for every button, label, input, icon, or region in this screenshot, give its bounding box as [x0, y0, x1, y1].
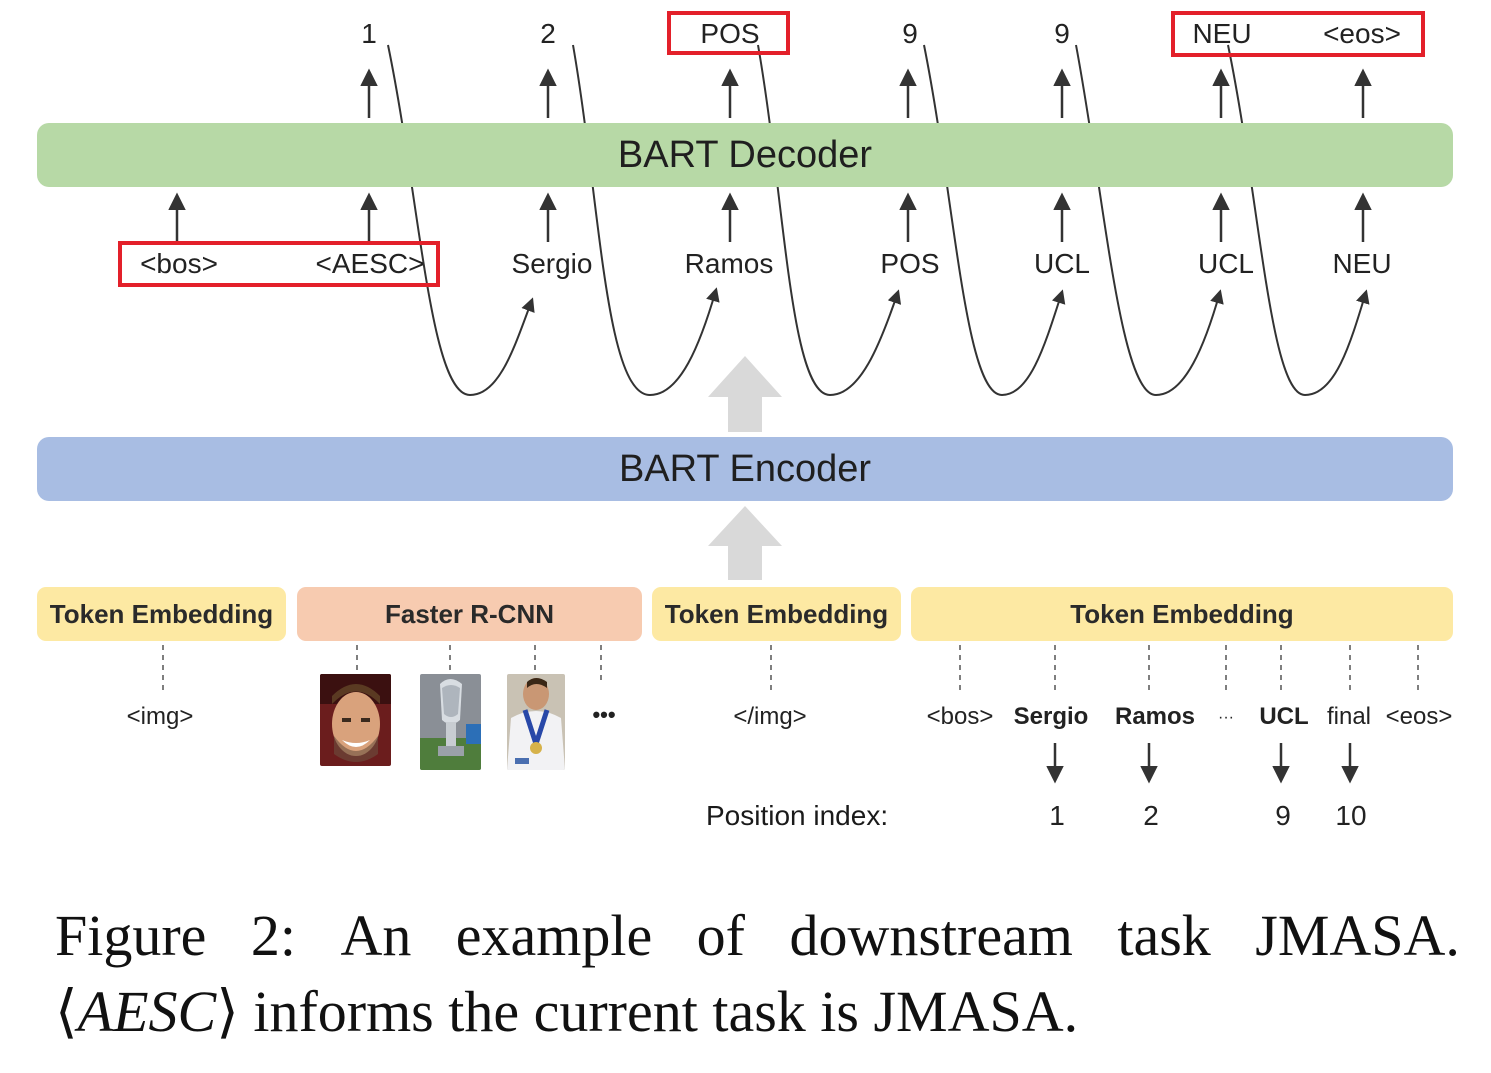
input-token-img-open: <img>	[126, 703, 194, 730]
input-token-eos: <eos>	[1385, 703, 1453, 730]
decoder-output-token: <eos>	[1323, 18, 1401, 49]
caption-line-2: ⟨AESC⟩ informs the current task is JMASA…	[55, 974, 1460, 1050]
caption-word: 2:	[250, 903, 296, 968]
token-embedding-block-2: Token Embedding	[652, 587, 901, 641]
input-token-img-close: </img>	[733, 703, 807, 730]
decoder-input-token: NEU	[1332, 248, 1392, 279]
decoder-input-token: POS	[880, 248, 940, 279]
dashed-connectors	[162, 645, 1419, 690]
caption-word: An	[340, 903, 412, 968]
decoder-output-token: 9	[1054, 18, 1070, 49]
highlight-boxes	[118, 11, 1425, 287]
input-token-ucl: UCL	[1259, 703, 1309, 730]
caption-angle-open: ⟨	[55, 979, 78, 1044]
caption-word: task	[1117, 903, 1211, 968]
caption-word: example	[455, 903, 653, 968]
position-index-label: Position index:	[706, 800, 889, 831]
caption-word: of	[696, 903, 745, 968]
input-token-ellipsis: •••	[592, 702, 616, 727]
position-index-value: 9	[1275, 800, 1291, 831]
input-token-ramos: Ramos	[1114, 703, 1196, 730]
highlight-neu-eos	[1171, 11, 1425, 57]
decoder-output-token: POS	[700, 18, 760, 49]
position-index-value: 10	[1335, 800, 1367, 831]
highlight-bos-aesc	[118, 241, 440, 287]
decoder-output-arrows	[360, 68, 1372, 118]
input-token-bos: <bos>	[926, 703, 994, 730]
token-embedding-block-3: Token Embedding	[911, 587, 1453, 641]
decoder-input-token: UCL	[1197, 248, 1255, 279]
bart-encoder-block: BART Encoder	[37, 437, 1453, 501]
decoder-output-token: 2	[540, 18, 556, 49]
decoder-input-token: UCL	[1033, 248, 1091, 279]
caption-word: Figure	[55, 903, 207, 968]
faster-rcnn-block: Faster R-CNN	[297, 587, 642, 641]
bart-encoder-label: BART Encoder	[618, 447, 872, 490]
highlight-pos	[667, 11, 790, 55]
position-index-value: 2	[1143, 800, 1159, 831]
caption-angle-close: ⟩	[216, 979, 239, 1044]
embedding-to-encoder-arrow	[708, 506, 782, 580]
decoder-input-token: <AESC>	[315, 248, 425, 279]
player-medal-photo	[507, 674, 565, 770]
decoder-output-token: NEU	[1192, 18, 1252, 49]
caption-rest: informs the current task is JMASA.	[238, 979, 1079, 1044]
decoder-input-token: <bos>	[140, 248, 218, 279]
bart-decoder-block: BART Decoder	[37, 123, 1453, 187]
decoder-input-arrows	[168, 192, 1372, 242]
decoder-input-token: Ramos	[684, 248, 774, 279]
token-embedding-block-1: Token Embedding	[37, 587, 286, 641]
caption-word: downstream	[789, 903, 1073, 968]
input-token-dots: ···	[1218, 709, 1234, 726]
caption-line-1: Figure 2: An example of downstream task …	[55, 898, 1460, 974]
position-index-value: 1	[1049, 800, 1065, 831]
figure-caption: Figure 2: An example of downstream task …	[55, 898, 1460, 1050]
decoder-output-token: 9	[902, 18, 918, 49]
input-token-final: final	[1326, 703, 1372, 730]
input-token-sergio: Sergio	[1013, 703, 1089, 730]
decoder-output-token: 1	[361, 18, 377, 49]
caption-aesc: AESC	[77, 979, 217, 1044]
trophy-photo	[420, 674, 481, 770]
feedback-curves	[387, 44, 1370, 397]
player-face-photo	[320, 674, 391, 766]
bart-decoder-label: BART Decoder	[617, 133, 873, 176]
caption-word: JMASA.	[1255, 903, 1460, 968]
decoder-input-token: Sergio	[511, 248, 593, 279]
position-index-arrows	[1046, 743, 1359, 784]
encoder-to-decoder-arrow	[708, 356, 782, 432]
